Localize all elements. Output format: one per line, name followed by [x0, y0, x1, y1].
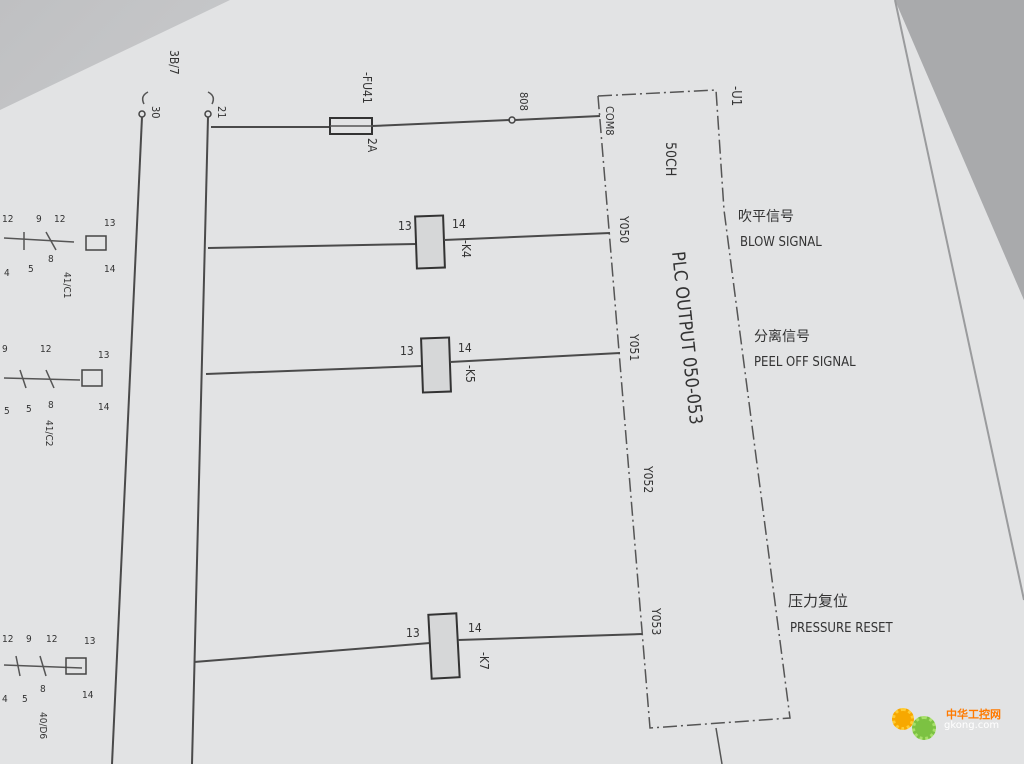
contact-c2-n7: 14	[98, 402, 110, 413]
y053-en-label: PRESSURE RESET	[790, 621, 894, 636]
contact-c1-switch-b	[45, 231, 57, 251]
relay-k4-tag: -K4	[459, 240, 473, 258]
gear-icon-secondary	[912, 716, 936, 740]
relay-k7-coil	[427, 612, 461, 680]
contact-group-c2: 9 12 8 5 5 13 14 41/C2	[2, 344, 110, 446]
rail-right-number: 21	[215, 106, 228, 119]
plc-module-exit-wire	[715, 727, 723, 764]
plc-module-boundary	[597, 89, 791, 729]
page-ref-label: 3B/7	[167, 50, 181, 75]
plc-tag: -U1	[728, 86, 743, 106]
contact-c2-n6: 13	[98, 350, 109, 361]
contact-d6-n4: 8	[40, 684, 46, 695]
relay-k5-tag: -K5	[463, 365, 477, 383]
rail-right	[191, 116, 209, 764]
contact-c2-switch-b	[45, 369, 55, 389]
plc-channels: 50CH	[662, 142, 678, 176]
fuse-tag: -FU41	[360, 72, 374, 104]
relay-k4-a2: 14	[452, 217, 466, 231]
relay-k4-a1: 13	[398, 219, 412, 233]
y053-cn-label: 压力复位	[788, 592, 848, 610]
relay-k5-a2: 14	[458, 341, 472, 355]
relay-k7-a1: 13	[406, 626, 420, 640]
supply-wire-3	[514, 115, 601, 121]
y050-en-label: BLOW SIGNAL	[740, 235, 822, 250]
contact-group-d6: 12 9 12 8 5 4 13 14 40/D6	[2, 634, 95, 739]
contact-c2-n2: 12	[40, 344, 51, 355]
plc-com-label: COM8	[603, 106, 616, 136]
output-y052-label: Y052	[641, 465, 655, 493]
output-y051-label: Y051	[627, 333, 641, 361]
contact-c2-switch-a	[19, 369, 27, 389]
contact-group-c1: 12 9 12 8 5 4 13 14 41/C1	[2, 214, 116, 298]
contact-c1-n3: 12	[54, 214, 65, 225]
rung-y053-left	[193, 642, 431, 663]
contact-d6-switch-b	[39, 655, 47, 677]
relay-k5-coil	[420, 336, 452, 394]
rail-left	[111, 116, 143, 764]
contact-c1-n7: 13	[104, 218, 115, 229]
watermark-url: gkong.com	[944, 720, 1000, 731]
contact-c1-n5: 5	[28, 264, 34, 275]
relay-k5-a1: 13	[400, 344, 414, 358]
contact-d6-switch-a	[15, 655, 21, 677]
contact-c2-n5: 5	[4, 406, 10, 417]
rung-y051-right	[449, 352, 621, 363]
contact-d6-n2: 9	[26, 634, 32, 645]
contact-d6-n5: 5	[22, 694, 28, 705]
y050-cn-label: 吹平信号	[738, 209, 794, 225]
contact-c2-ref: 41/C2	[43, 420, 54, 446]
rail-bracket-left	[141, 91, 149, 105]
watermark-logo: 中华工控网 gkong.com	[892, 706, 1012, 740]
contact-c1-coil	[85, 235, 107, 251]
contact-c1-n6: 4	[4, 268, 10, 279]
wire-number: 808	[517, 92, 530, 111]
contact-c2-n4: 5	[26, 404, 32, 415]
contact-c1-n8: 14	[104, 264, 116, 275]
contact-d6-n1: 12	[2, 634, 13, 645]
contact-c1-line	[3, 237, 75, 243]
relay-k7-tag: -K7	[477, 652, 491, 670]
contact-d6-n6: 4	[2, 694, 8, 705]
rung-y050-right	[443, 232, 611, 241]
rail-left-number: 30	[149, 106, 162, 119]
contact-c2-n3: 8	[48, 400, 54, 411]
page-edge-shadow	[895, 0, 1024, 300]
contact-c1-n1: 12	[2, 214, 13, 225]
rail-bracket-right	[207, 91, 215, 105]
contact-c2-coil	[81, 369, 103, 387]
watermark-name: 中华工控网	[946, 708, 1001, 721]
y051-en-label: PEEL OFF SIGNAL	[754, 355, 856, 370]
gear-icon	[892, 708, 914, 730]
contact-c2-n1: 9	[2, 344, 8, 355]
contact-d6-coil	[65, 657, 87, 675]
fuse-rating: 2A	[365, 138, 379, 153]
contact-d6-n7: 13	[84, 636, 95, 647]
rung-y051-left	[205, 365, 423, 375]
contact-d6-n3: 12	[46, 634, 57, 645]
y051-cn-label: 分离信号	[754, 328, 810, 345]
contact-d6-ref: 40/D6	[37, 712, 48, 739]
rung-y050-left	[207, 243, 417, 249]
output-y053-label: Y053	[649, 607, 663, 635]
contact-c1-n4: 8	[48, 254, 54, 265]
supply-wire-2	[371, 119, 511, 127]
relay-k7-a2: 14	[468, 621, 482, 635]
relay-k4-coil	[414, 214, 446, 270]
page-fold-line	[894, 0, 1024, 601]
output-y050-label: Y050	[617, 215, 631, 243]
contact-c2-line	[3, 377, 81, 381]
contact-c1-ref: 41/C1	[61, 272, 72, 298]
rung-y053-right	[457, 633, 643, 641]
contact-c1-n2: 9	[36, 214, 42, 225]
contact-d6-n8: 14	[82, 690, 94, 701]
